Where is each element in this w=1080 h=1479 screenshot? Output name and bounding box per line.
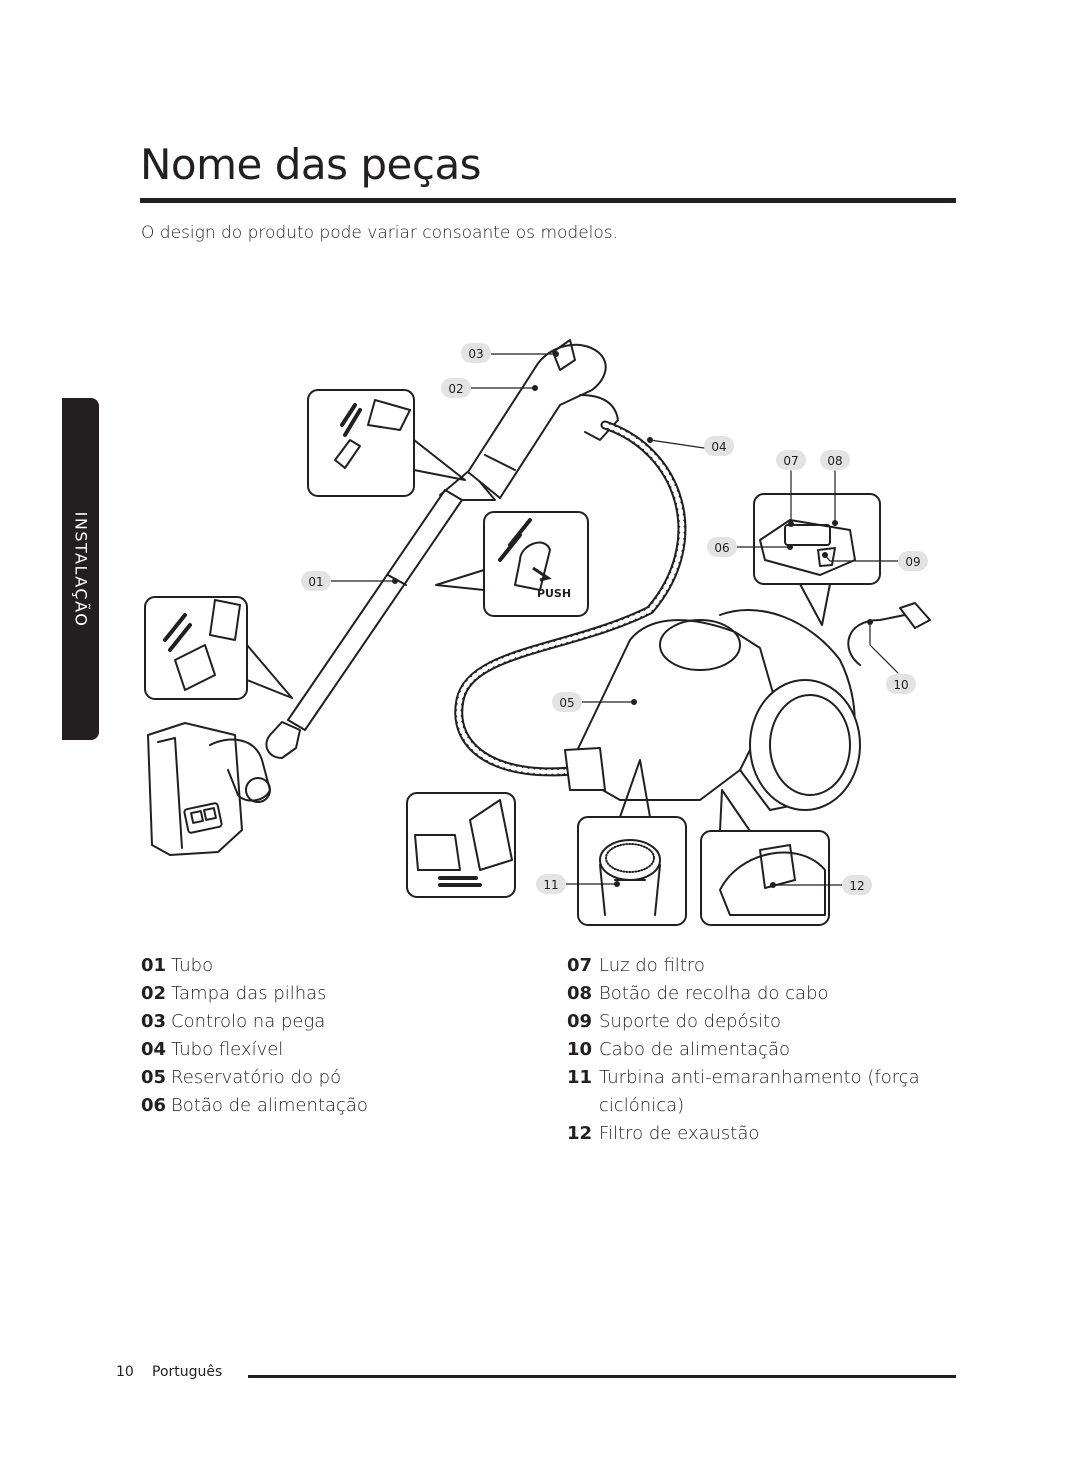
callout-01: 01 xyxy=(301,571,331,591)
callout-05-label: 05 xyxy=(559,696,574,710)
inset-turbine xyxy=(577,816,687,926)
part-label: Filtro de exaustão xyxy=(599,1123,760,1144)
list-item: 11 Turbina anti-emaranhamento (força cicl… xyxy=(567,1064,927,1120)
footer-rule xyxy=(248,1375,956,1378)
page-number: 10 xyxy=(116,1364,134,1380)
callout-02-label: 02 xyxy=(448,382,463,396)
list-item: 10 Cabo de alimentação xyxy=(567,1036,927,1064)
tube-drawing xyxy=(265,469,496,759)
part-label: Botão de alimentação xyxy=(171,1095,368,1116)
callout-07: 07 xyxy=(776,450,806,470)
callout-09: 09 xyxy=(898,551,928,571)
floor-nozzle-drawing xyxy=(147,722,271,856)
part-number: 09 xyxy=(567,1011,593,1032)
inset-nozzle-connection xyxy=(144,596,248,700)
part-label: Tampa das pilhas xyxy=(171,983,327,1004)
callout-badges: 03 02 04 07 08 06 09 01 10 05 11 12 xyxy=(301,343,928,895)
callout-01-label: 01 xyxy=(308,575,323,589)
page-title: Nome das peças xyxy=(140,140,482,189)
callout-06: 06 xyxy=(707,537,737,557)
part-label: Suporte do depósito xyxy=(599,1011,782,1032)
part-label: Tubo flexível xyxy=(171,1039,284,1060)
list-item: 08 Botão de recolha do cabo xyxy=(567,980,927,1008)
part-number: 07 xyxy=(567,955,593,976)
hose-drawing xyxy=(454,420,687,777)
part-label: Tubo xyxy=(171,955,214,976)
inset-exhaust-filter xyxy=(700,830,830,926)
handle-drawing xyxy=(467,339,619,499)
callout-02: 02 xyxy=(441,378,471,398)
callout-10: 10 xyxy=(886,674,916,694)
part-label: Cabo de alimentação xyxy=(599,1039,791,1060)
part-number: 03 xyxy=(141,1011,167,1032)
part-number: 11 xyxy=(567,1067,593,1088)
footer-language: Português xyxy=(152,1364,223,1380)
callout-05: 05 xyxy=(552,692,582,712)
body-drawing xyxy=(564,609,861,811)
part-label: Controlo na pega xyxy=(171,1011,326,1032)
callout-11: 11 xyxy=(536,874,566,894)
inset-hose-connector xyxy=(406,792,516,898)
callout-12-label: 12 xyxy=(849,879,864,893)
callout-08: 08 xyxy=(820,450,850,470)
callout-04: 04 xyxy=(704,436,734,456)
part-number: 08 xyxy=(567,983,593,1004)
callout-09-label: 09 xyxy=(905,555,920,569)
power-cord-drawing xyxy=(847,614,906,666)
part-number: 12 xyxy=(567,1123,593,1144)
list-item: 12 Filtro de exaustão xyxy=(567,1120,927,1148)
part-number: 01 xyxy=(141,955,167,976)
part-number: 02 xyxy=(141,983,167,1004)
part-label: Botão de recolha do cabo xyxy=(599,983,829,1004)
callout-12: 12 xyxy=(842,875,872,895)
callout-03-label: 03 xyxy=(468,347,483,361)
part-number: 10 xyxy=(567,1039,593,1060)
callout-04-label: 04 xyxy=(711,440,726,454)
inset-push-release xyxy=(483,511,589,617)
list-item: 07 Luz do filtro xyxy=(567,952,927,980)
callout-07-label: 07 xyxy=(783,454,798,468)
list-item: 09 Suporte do depósito xyxy=(567,1008,927,1036)
part-number: 05 xyxy=(141,1067,167,1088)
callout-10-label: 10 xyxy=(893,678,908,692)
title-rule xyxy=(140,198,956,203)
part-label: Luz do filtro xyxy=(599,955,705,976)
part-number: 06 xyxy=(141,1095,167,1116)
section-tab: INSTALAÇÃO xyxy=(62,398,99,740)
part-number: 04 xyxy=(141,1039,167,1060)
part-label: Reservatório do pó xyxy=(171,1067,342,1088)
callout-03: 03 xyxy=(461,343,491,363)
callout-06-label: 06 xyxy=(714,541,729,555)
section-tab-label: INSTALAÇÃO xyxy=(71,511,91,627)
callout-08-label: 08 xyxy=(827,454,842,468)
inset-tube-connection xyxy=(307,389,415,497)
parts-list-right: 07 Luz do filtro 08 Botão de recolha do ca… xyxy=(567,952,927,1148)
inset-top-controls xyxy=(753,493,881,585)
page-subtitle: O design do produto pode variar consoant… xyxy=(141,223,619,243)
callout-11-label: 11 xyxy=(543,878,558,892)
part-label: Turbina anti-emaranhamento (força ciclón… xyxy=(599,1067,920,1116)
push-label: PUSH xyxy=(537,587,571,600)
